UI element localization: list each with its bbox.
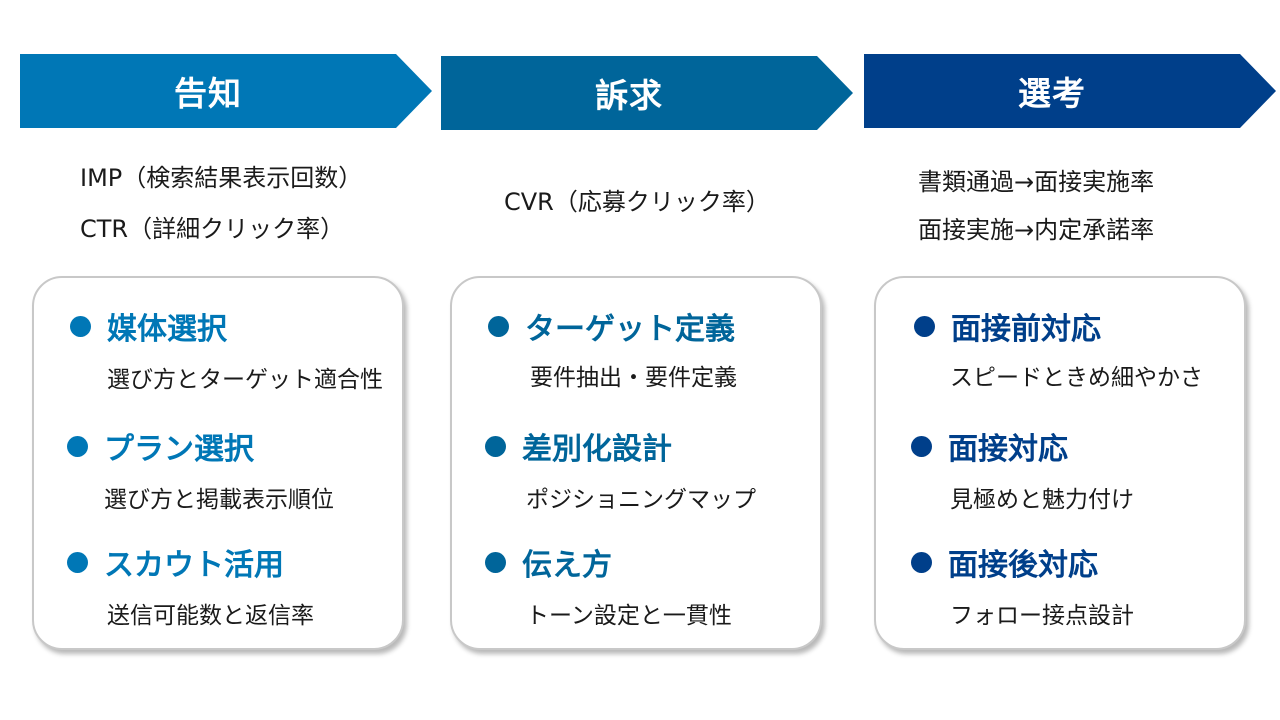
item-title: ターゲット定義 [525, 312, 735, 347]
bullet-icon [911, 435, 932, 457]
item-title: プラン選択 [104, 432, 254, 467]
item-subtitle: 見極めと魅力付け [950, 487, 1134, 513]
bullet-icon [70, 315, 91, 337]
item-title: 面接前対応 [951, 312, 1101, 347]
stage-awareness: 告知 IMP（検索結果表示回数） CTR（詳細クリック率） 媒体選択 選び方とタ… [0, 0, 420, 720]
item-subtitle: 送信可能数と返信率 [107, 603, 314, 629]
item-title: 差別化設計 [522, 432, 672, 467]
bullet-icon [67, 435, 88, 457]
stage-appeal: 訴求 CVR（応募クリック率） ターゲット定義 要件抽出・要件定義 差別化設計 … [420, 0, 840, 720]
bullet-icon [914, 315, 935, 337]
item-title: スカウト活用 [104, 548, 284, 583]
item-subtitle: 選び方とターゲット適合性 [107, 367, 383, 393]
metric-text: 面接実施→内定承諾率 [918, 216, 1155, 244]
item-subtitle: トーン設定と一貫性 [526, 603, 732, 629]
metric-text: CTR（詳細クリック率） [80, 215, 345, 243]
item-subtitle: スピードときめ細やかさ [950, 365, 1203, 391]
item-title: 面接対応 [948, 432, 1068, 467]
bullet-icon [67, 551, 88, 573]
stage-label: 訴求 [595, 76, 663, 115]
item-title: 伝え方 [522, 548, 612, 583]
item-subtitle: フォロー接点設計 [950, 603, 1134, 629]
stage-label: 選考 [1018, 74, 1086, 113]
stage-arrow: 選考 [864, 54, 1276, 128]
item-title: 面接後対応 [948, 548, 1098, 583]
stage-card: 面接前対応 スピードときめ細やかさ 面接対応 見極めと魅力付け 面接後対応 フォ… [874, 276, 1246, 650]
bullet-icon [485, 435, 506, 457]
bullet-icon [911, 551, 932, 573]
item-subtitle: 選び方と掲載表示順位 [104, 487, 334, 513]
item-subtitle: ポジショニングマップ [526, 487, 756, 513]
metric-text: CVR（応募クリック率） [504, 188, 770, 216]
item-title: 媒体選択 [107, 312, 227, 347]
stage-selection: 選考 書類通過→面接実施率 面接実施→内定承諾率 面接前対応 スピードときめ細や… [840, 0, 1260, 720]
stage-card: ターゲット定義 要件抽出・要件定義 差別化設計 ポジショニングマップ 伝え方 ト… [450, 276, 822, 650]
bullet-icon [488, 315, 509, 337]
bullet-icon [485, 551, 506, 573]
metric-text: 書類通過→面接実施率 [918, 168, 1155, 196]
stage-arrow: 告知 [20, 54, 432, 128]
stage-card: 媒体選択 選び方とターゲット適合性 プラン選択 選び方と掲載表示順位 スカウト活… [32, 276, 404, 650]
item-subtitle: 要件抽出・要件定義 [530, 365, 737, 391]
stage-label: 告知 [174, 74, 242, 113]
stage-arrow: 訴求 [441, 56, 853, 130]
metric-text: IMP（検索結果表示回数） [80, 164, 363, 192]
